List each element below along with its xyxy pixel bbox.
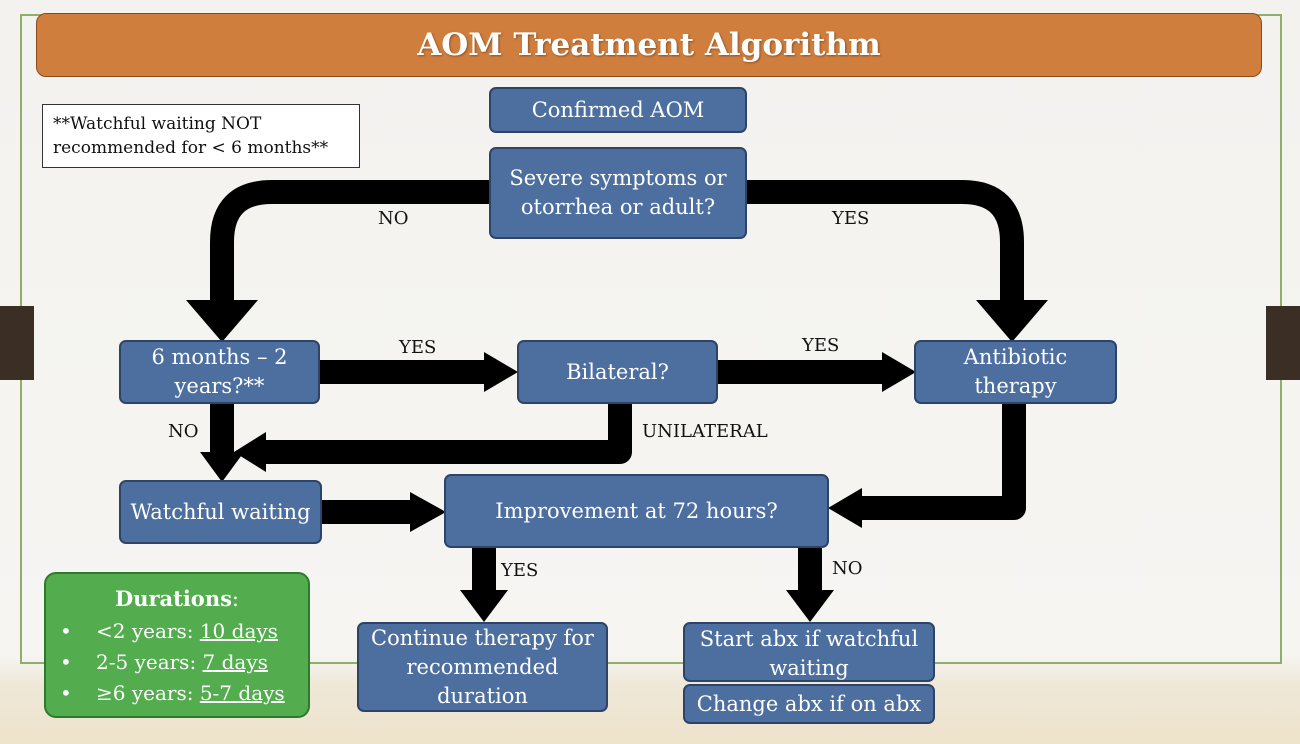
durations-list: • <2 years: 10 days • 2-5 years: 7 days • ≥… bbox=[46, 616, 308, 709]
node-start-abx-label: Start abx if watchful waiting bbox=[699, 627, 919, 680]
node-improvement: Improvement at 72 hours? bbox=[444, 474, 829, 548]
title-bar: AOM Treatment Algorithm bbox=[36, 13, 1262, 77]
arrowhead-unilateral bbox=[234, 432, 266, 472]
duration-item: • ≥6 years: 5-7 days bbox=[46, 678, 308, 709]
left-side-tab bbox=[0, 306, 34, 380]
label-bilateral-yes: YES bbox=[802, 335, 840, 356]
arrowhead-improve-no bbox=[786, 590, 834, 622]
durations-heading: Durations: bbox=[46, 584, 308, 614]
duration-days: 7 days bbox=[202, 650, 268, 674]
node-improvement-label: Improvement at 72 hours? bbox=[495, 498, 778, 523]
node-confirmed-aom: Confirmed AOM bbox=[489, 87, 747, 133]
arrow-severe-yes bbox=[746, 180, 1024, 304]
bullet-icon: • bbox=[60, 681, 72, 705]
note-text: **Watchful waiting NOT recommended for <… bbox=[53, 114, 329, 158]
note-box: **Watchful waiting NOT recommended for <… bbox=[42, 104, 360, 168]
duration-days: 5-7 days bbox=[199, 681, 285, 705]
node-age-check: 6 months – 2 years?** bbox=[119, 340, 320, 404]
right-side-tab bbox=[1266, 306, 1300, 380]
label-severe-yes: YES bbox=[832, 208, 870, 229]
arrowhead-improve-yes bbox=[460, 590, 508, 622]
label-age-yes: YES bbox=[399, 337, 437, 358]
node-continue-therapy: Continue therapy for recommended duratio… bbox=[357, 622, 608, 712]
arrowhead-bilateral-yes bbox=[882, 352, 916, 392]
node-severe-symptoms: Severe symptoms or otorrhea or adult? bbox=[489, 147, 747, 239]
node-change-abx: Change abx if on abx bbox=[683, 684, 935, 724]
duration-age: ≥6 years: bbox=[96, 681, 200, 705]
duration-item: • 2-5 years: 7 days bbox=[46, 647, 308, 678]
node-watchful-waiting-label: Watchful waiting bbox=[130, 499, 311, 524]
label-improve-yes: YES bbox=[501, 560, 539, 581]
node-antibiotic-therapy: Antibiotic therapy bbox=[914, 340, 1117, 404]
duration-age: <2 years: bbox=[96, 619, 200, 643]
label-age-no: NO bbox=[168, 421, 199, 442]
duration-days: 10 days bbox=[199, 619, 278, 643]
arrow-unilateral bbox=[262, 404, 632, 464]
arrowhead-antibiotic bbox=[828, 488, 862, 528]
node-bilateral-label: Bilateral? bbox=[566, 359, 669, 384]
duration-age: 2-5 years: bbox=[96, 650, 203, 674]
node-confirmed-aom-label: Confirmed AOM bbox=[531, 97, 705, 122]
duration-item: • <2 years: 10 days bbox=[46, 616, 308, 647]
durations-panel: Durations: • <2 years: 10 days • 2-5 years… bbox=[44, 572, 310, 718]
bullet-icon: • bbox=[60, 619, 72, 643]
arrowhead-severe-no bbox=[186, 300, 258, 342]
arrow-severe-no bbox=[210, 180, 490, 304]
label-unilateral: UNILATERAL bbox=[642, 421, 768, 442]
bullet-icon: • bbox=[60, 650, 72, 674]
arrowhead-watchful bbox=[410, 492, 446, 532]
node-antibiotic-therapy-label: Antibiotic therapy bbox=[963, 345, 1068, 398]
node-watchful-waiting: Watchful waiting bbox=[119, 480, 322, 544]
node-start-abx: Start abx if watchful waiting bbox=[683, 622, 935, 682]
label-severe-no: NO bbox=[378, 208, 409, 229]
arrowhead-age-yes bbox=[484, 352, 518, 392]
node-age-check-label: 6 months – 2 years?** bbox=[151, 345, 288, 398]
node-bilateral: Bilateral? bbox=[517, 340, 718, 404]
arrow-antibiotic-down bbox=[858, 404, 1026, 520]
node-continue-therapy-label: Continue therapy for recommended duratio… bbox=[371, 625, 594, 708]
node-change-abx-label: Change abx if on abx bbox=[696, 691, 922, 716]
arrowhead-age-no bbox=[200, 452, 244, 482]
label-improve-no: NO bbox=[832, 558, 863, 579]
durations-colon: : bbox=[231, 587, 239, 611]
arrowhead-severe-yes bbox=[976, 300, 1048, 342]
node-severe-symptoms-label: Severe symptoms or otorrhea or adult? bbox=[509, 166, 727, 219]
durations-title: Durations bbox=[114, 586, 232, 611]
page-title: AOM Treatment Algorithm bbox=[417, 27, 881, 63]
